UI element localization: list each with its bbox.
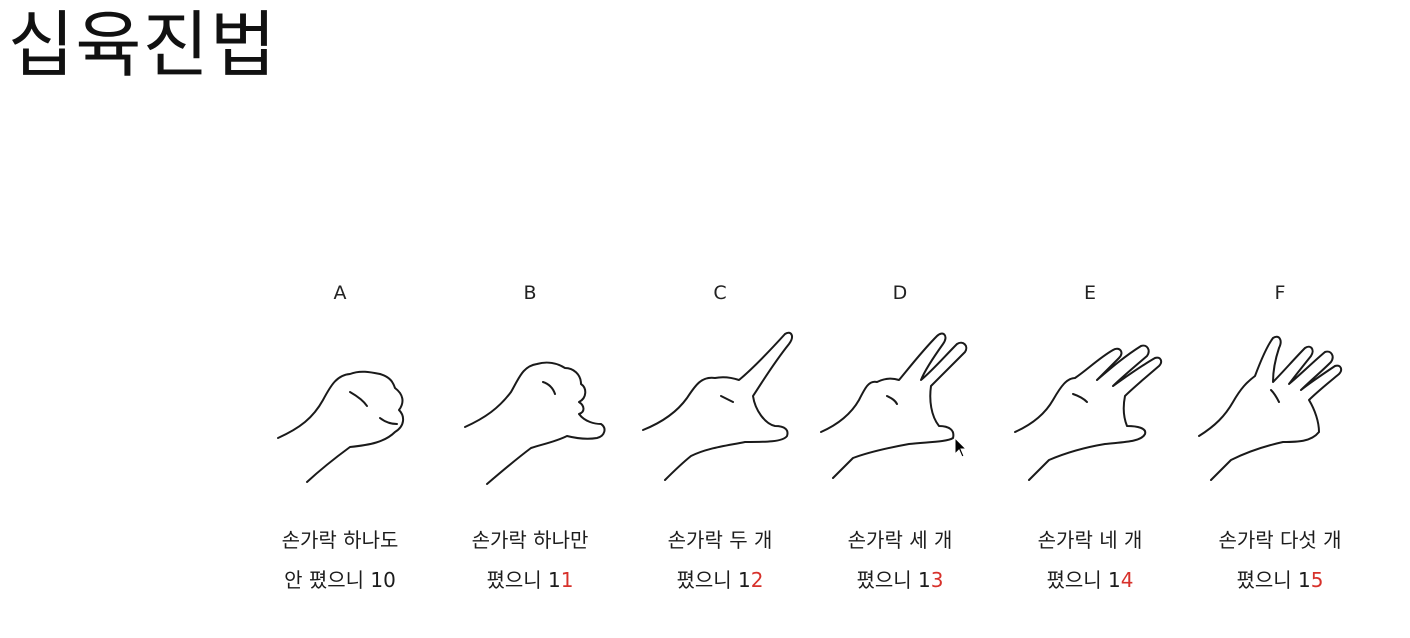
two-finger-hand-icon [642,331,793,481]
caption-line1: 손가락 하나도 [281,528,399,552]
caption-f: 손가락 다섯 개 폈으니 15 [1175,520,1385,600]
caption-line1: 손가락 다섯 개 [1218,528,1342,552]
one-finger-hand-icon [464,361,606,485]
caption-digit: 1 [560,568,574,592]
panel-c: C 손가락 두 개 폈으니 12 [625,272,815,602]
caption-line2: 폈으니 1 [856,568,931,592]
caption-e: 손가락 네 개 폈으니 14 [985,520,1195,600]
caption-digit: 4 [1120,568,1134,592]
panel-letter: D [892,282,908,304]
caption-line1: 손가락 두 개 [667,528,773,552]
fist-hand-icon [277,370,405,483]
four-finger-hand-icon [1014,344,1163,481]
caption-d: 손가락 세 개 폈으니 13 [795,520,1005,600]
panel-letter: B [523,282,537,304]
panel-a: A 손가락 하나도 안 폈으니 10 [245,272,435,602]
panel-letter: C [713,282,727,304]
caption-line2: 폈으니 1 [1046,568,1121,592]
panel-b: B 손가락 하나만 폈으니 11 [435,272,625,602]
caption-line1: 손가락 세 개 [847,528,953,552]
caption-c: 손가락 두 개 폈으니 12 [615,520,825,600]
caption-line2: 폈으니 1 [486,568,561,592]
caption-line1: 손가락 하나만 [471,528,589,552]
mouse-cursor-icon [954,437,968,458]
caption-digit: 3 [930,568,944,592]
panel-d: D 손가락 세 개 폈으니 13 [805,272,995,602]
panel-f: F 손가락 다섯 개 폈으니 15 [1185,272,1375,602]
caption-digit: 5 [1310,568,1324,592]
caption-b: 손가락 하나만 폈으니 11 [425,520,635,600]
five-finger-hand-icon [1198,335,1343,481]
caption-line2: 폈으니 1 [1236,568,1311,592]
caption-line2: 안 폈으니 10 [284,568,396,592]
caption-digit: 2 [750,568,764,592]
page-title: 십육진법 [8,3,277,87]
caption-line2: 폈으니 1 [676,568,751,592]
panel-letter: F [1274,282,1286,304]
panel-letter: A [333,282,347,304]
panel-letter: E [1083,282,1096,304]
caption-a: 손가락 하나도 안 폈으니 10 [235,520,445,600]
three-finger-hand-icon [820,332,968,479]
caption-line1: 손가락 네 개 [1037,528,1143,552]
panel-e: E 손가락 네 개 폈으니 14 [995,272,1185,602]
